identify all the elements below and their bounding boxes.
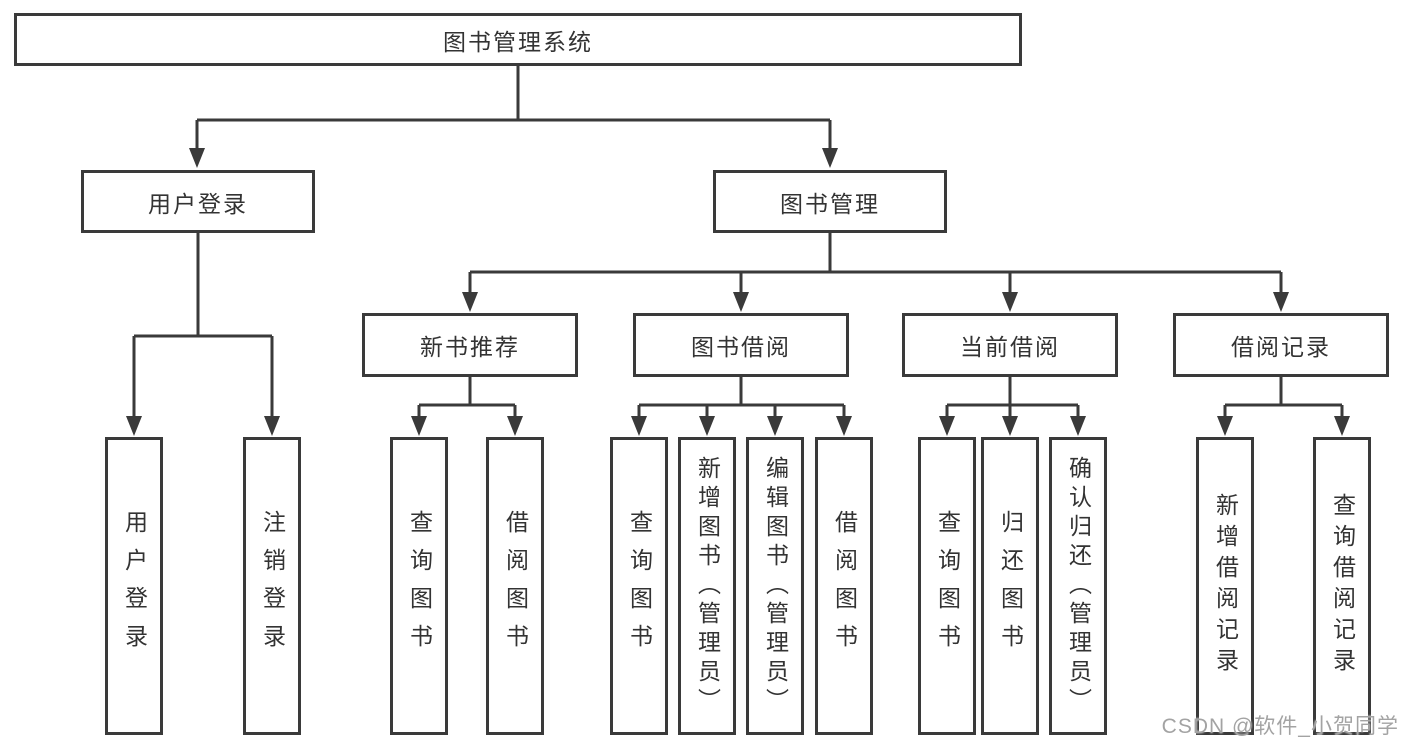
arrowhead-icon: [836, 416, 852, 436]
group-node-new-book-recommend: 新书推荐: [362, 313, 578, 377]
arrowhead-icon: [1002, 292, 1018, 312]
leaf-label: 新增借阅记录: [1212, 493, 1239, 679]
leaf-user-login: 用户登录: [105, 437, 163, 735]
leaf-label: 新增图书（管理员）: [694, 455, 721, 717]
arrowhead-icon: [264, 416, 280, 436]
leaf-label: 注销登录: [259, 510, 286, 662]
group-node-label: 图书借阅: [691, 334, 791, 360]
leaf-query-books-2: 查询图书: [610, 437, 668, 735]
leaf-label: 确认归还（管理员）: [1065, 455, 1092, 717]
arrowhead-icon: [939, 416, 955, 436]
branch-node-book-management: 图书管理: [713, 170, 947, 233]
leaf-borrow-books-2: 借阅图书: [815, 437, 873, 735]
group-node-current-borrowing: 当前借阅: [902, 313, 1118, 377]
root-node-label: 图书管理系统: [443, 28, 593, 55]
arrowheads: [126, 148, 1350, 436]
leaf-borrow-books-1: 借阅图书: [486, 437, 544, 735]
arrowhead-icon: [767, 416, 783, 436]
leaf-label: 查询图书: [626, 510, 653, 662]
leaf-query-books-1: 查询图书: [390, 437, 448, 735]
leaf-label: 用户登录: [121, 510, 148, 662]
branch-node-label: 图书管理: [780, 190, 880, 217]
leaf-label: 查询图书: [406, 510, 433, 662]
leaf-label: 归还图书: [997, 510, 1024, 662]
leaf-label: 借阅图书: [831, 510, 858, 662]
branch-node-label: 用户登录: [148, 190, 248, 217]
root-node: 图书管理系统: [14, 13, 1022, 66]
arrowhead-icon: [631, 416, 647, 436]
arrowhead-icon: [1070, 416, 1086, 436]
leaf-label: 编辑图书（管理员）: [762, 455, 789, 717]
arrowhead-icon: [733, 292, 749, 312]
leaf-label: 查询借阅记录: [1329, 493, 1356, 679]
arrowhead-icon: [126, 416, 142, 436]
leaf-label: 借阅图书: [502, 510, 529, 662]
leaf-confirm-return-admin: 确认归还（管理员）: [1049, 437, 1107, 735]
arrowhead-icon: [1217, 416, 1233, 436]
watermark: CSDN @软件_小贺同学: [1161, 715, 1399, 738]
arrowhead-icon: [507, 416, 523, 436]
arrowhead-icon: [462, 292, 478, 312]
branch-node-user-login: 用户登录: [81, 170, 315, 233]
leaf-query-borrow-record: 查询借阅记录: [1313, 437, 1371, 735]
leaf-label: 查询图书: [934, 510, 961, 662]
leaf-return-book: 归还图书: [981, 437, 1039, 735]
group-node-label: 新书推荐: [420, 334, 520, 360]
leaf-logout: 注销登录: [243, 437, 301, 735]
group-node-label: 借阅记录: [1231, 334, 1331, 360]
leaf-edit-book-admin: 编辑图书（管理员）: [746, 437, 804, 735]
arrowhead-icon: [822, 148, 838, 168]
leaf-query-books-3: 查询图书: [918, 437, 976, 735]
connector-path: [132, 66, 1344, 418]
arrowhead-icon: [1273, 292, 1289, 312]
leaf-add-book-admin: 新增图书（管理员）: [678, 437, 736, 735]
arrowhead-icon: [1002, 416, 1018, 436]
arrowhead-icon: [189, 148, 205, 168]
group-node-label: 当前借阅: [960, 334, 1060, 360]
arrowhead-icon: [1334, 416, 1350, 436]
arrowhead-icon: [699, 416, 715, 436]
leaf-add-borrow-record: 新增借阅记录: [1196, 437, 1254, 735]
group-node-book-borrowing: 图书借阅: [633, 313, 849, 377]
group-node-borrow-records: 借阅记录: [1173, 313, 1389, 377]
arrowhead-icon: [411, 416, 427, 436]
